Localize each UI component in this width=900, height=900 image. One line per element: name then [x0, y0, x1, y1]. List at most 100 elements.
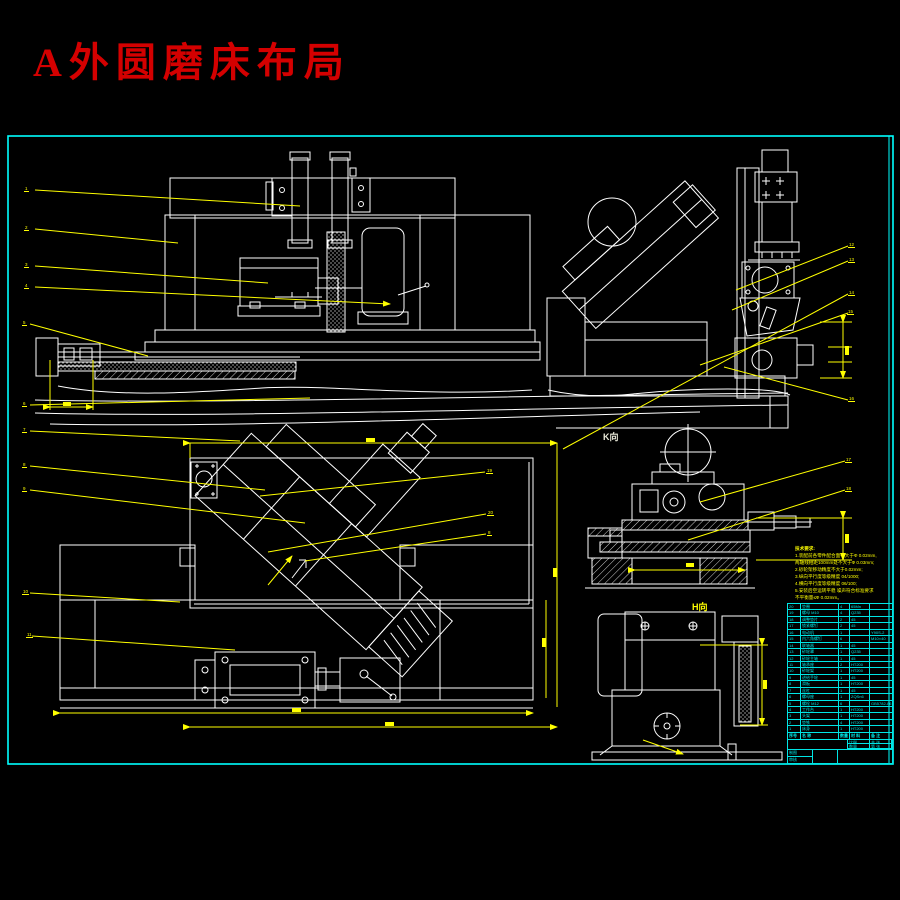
- bom-cell: 1: [839, 655, 850, 661]
- bom-cell: 进给手轮: [801, 674, 839, 681]
- note-line: 1.装配前各零件配合面不大于Ф 0.02mm,: [795, 553, 877, 558]
- title-block-drawing-title: [788, 739, 848, 749]
- bom-cell: 垫铁: [801, 719, 839, 726]
- bom-cell: 45: [850, 623, 870, 629]
- bom-cell: 5: [788, 700, 801, 706]
- bom-cell: 45: [850, 642, 870, 649]
- balloon-number: 6: [22, 401, 27, 407]
- bom-cell: 20: [788, 604, 801, 610]
- bom-cell: [870, 694, 892, 699]
- bom-cell: 砂轮罩: [801, 649, 839, 655]
- bom-cell: [850, 636, 870, 642]
- view-k-direction: [585, 424, 812, 589]
- bom-cell: 4: [839, 719, 850, 726]
- bom-cell: 调整垫片: [801, 616, 839, 623]
- bom-cell: 6: [788, 694, 801, 700]
- bom-cell: 45: [850, 674, 870, 681]
- bom-cell: 轴承座: [801, 661, 839, 668]
- technical-notes: 技术要求: 1.装配前各零件配合面不大于Ф 0.02mm, 两轴线相距100mm…: [795, 545, 891, 601]
- bom-cell: [870, 610, 892, 615]
- check-label: 审核: [788, 757, 812, 764]
- bom-cell: 11: [788, 661, 801, 668]
- bom-cell: [870, 643, 892, 648]
- bom-cell: 1: [839, 681, 850, 687]
- title-block-bottom: 制图 审核: [788, 749, 892, 764]
- scale-label: 比例: [848, 739, 870, 745]
- sheets-label: 共 张: [870, 739, 892, 745]
- bom-cell: 65Mn: [850, 604, 870, 610]
- balloon-number: 1: [24, 186, 29, 192]
- bom-cell: 7: [788, 687, 801, 694]
- balloon-number: 20: [487, 510, 495, 516]
- leader-lines: [29, 189, 849, 755]
- bom-cell: 2: [839, 661, 850, 668]
- balloon-number: 18: [845, 486, 853, 492]
- bom-cell: 1: [839, 629, 850, 636]
- balloon-number: 8: [22, 462, 27, 468]
- bom-cell: [870, 675, 892, 680]
- bom-cell: 16: [788, 629, 801, 636]
- balloon-number: 2: [24, 225, 29, 231]
- balloon-number: 13: [848, 257, 856, 263]
- view-front-elevation: [34, 151, 789, 426]
- bom-cell: [850, 700, 870, 706]
- balloon-number: 7: [22, 427, 27, 433]
- bom-cell: 9: [788, 674, 801, 681]
- bom-cell: 6: [839, 700, 850, 706]
- bom-cell: [870, 713, 892, 718]
- bom-cell: [870, 617, 892, 622]
- note-line: 5.安装后空运转平稳 噪声符合标准要求: [795, 588, 874, 593]
- bom-cell: 4: [788, 707, 801, 713]
- balloon-number: 17: [845, 457, 853, 463]
- balloon-number: 12: [848, 242, 856, 248]
- bom-cell: 内六角螺钉: [801, 636, 839, 642]
- balloon-number: 3: [24, 262, 29, 268]
- bom-cell: HT200: [850, 668, 870, 674]
- note-line: 不平衡量≤Ф 0.02mm。: [795, 595, 842, 600]
- bom-cell: 头架: [801, 713, 839, 719]
- balloon-number: 19: [486, 468, 494, 474]
- bom-cell: Q235: [850, 610, 870, 616]
- bom-cell: 1: [839, 649, 850, 655]
- balloon-number: 9: [22, 486, 27, 492]
- bom-header-row: 序号 名 称 数量 材 料 备 注: [788, 732, 892, 740]
- bom-cell: 13: [788, 649, 801, 655]
- bom-cell: 电动机: [801, 629, 839, 636]
- bom-cell: 床身: [801, 726, 839, 732]
- bom-cell: 19: [788, 610, 801, 616]
- bom-cell: 4: [839, 604, 850, 610]
- dim-label-blobs: [63, 346, 849, 726]
- bom-cell: [870, 662, 892, 667]
- bom-cell: [870, 604, 892, 609]
- bom-cell: [850, 629, 870, 636]
- bom-cell: HT200: [850, 726, 870, 732]
- bom-cell: M10×40: [871, 636, 886, 642]
- bom-cell: 1: [839, 642, 850, 649]
- bom-cell: 45: [850, 687, 870, 694]
- bom-cell: 螺母 M10: [801, 610, 839, 616]
- bom-cell: 1: [839, 674, 850, 681]
- bom-cell: 1: [839, 707, 850, 713]
- bom-cell: 砂轮主轴: [801, 655, 839, 661]
- bom-cell: 2: [839, 623, 850, 629]
- title-block-mid: 比例 共 张 数量 第 张: [788, 739, 892, 750]
- bom-cell: Y90S-2: [871, 629, 885, 635]
- balloon-number: 4: [24, 283, 29, 289]
- note-line: 4.横向平行度等级精度 06/100;: [795, 581, 857, 586]
- bom-cell: 3: [788, 713, 801, 719]
- note-line: 两轴线相距100mm处不大于Ф 0.03mm;: [795, 560, 875, 565]
- view-plan: [59, 422, 534, 709]
- bom-cell: [870, 707, 892, 712]
